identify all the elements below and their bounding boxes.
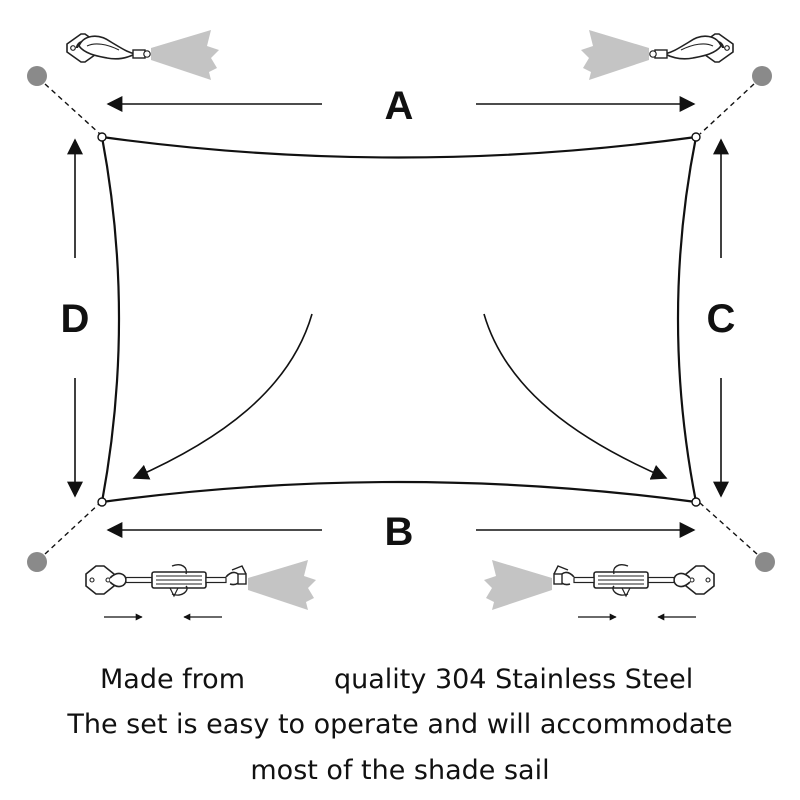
- shade-sail-outline: [100, 135, 698, 504]
- sail-corner-ring: [691, 497, 701, 507]
- pull-arrow-left: [132, 313, 313, 480]
- anchor-post-icon: [752, 66, 772, 86]
- top-right-hook-assembly: [581, 30, 735, 80]
- anchor-post-icon: [27, 552, 47, 572]
- bottom-right-tension-line: [699, 502, 758, 555]
- pull-arrow-right: [483, 313, 668, 480]
- top-left-anchor-point: [27, 66, 47, 86]
- top-right-tension-line: [699, 83, 755, 135]
- dimension-label-b: B: [385, 510, 414, 554]
- light-beam-icon: [484, 560, 552, 610]
- bottom-left-turnbuckle-assembly: [85, 560, 316, 610]
- light-beam-icon: [151, 30, 219, 80]
- top-left-hook-assembly: [65, 30, 219, 80]
- bottom-right-anchor-point: [755, 552, 775, 572]
- sail-corner-ring: [97, 132, 107, 142]
- caption-line-3: most of the shade sail: [250, 755, 550, 786]
- top-right-anchor-point: [752, 66, 772, 86]
- snap-hook-icon: [648, 32, 735, 64]
- dimension-label-d: D: [61, 297, 90, 341]
- caption-line-1-part-1: Made from: [100, 664, 246, 695]
- bottom-left-tension-line: [44, 502, 101, 555]
- sail-corner-ring: [691, 132, 701, 142]
- dimension-label-c: C: [707, 297, 736, 341]
- turnbuckle-icon: [553, 563, 715, 597]
- bottom-left-anchor-point: [27, 552, 47, 572]
- turnbuckle-icon: [85, 563, 247, 597]
- caption-line-2: The set is easy to operate and will acco…: [67, 709, 733, 740]
- anchor-post-icon: [27, 66, 47, 86]
- dimension-label-a: A: [385, 84, 414, 128]
- light-beam-icon: [581, 30, 649, 80]
- anchor-post-icon: [755, 552, 775, 572]
- bottom-right-turnbuckle-assembly: [484, 560, 715, 610]
- top-left-tension-line: [44, 83, 101, 135]
- sail-corner-ring: [97, 497, 107, 507]
- caption-line-1-part-2: quality 304 Stainless Steel: [334, 664, 694, 695]
- snap-hook-icon: [65, 32, 152, 64]
- light-beam-icon: [248, 560, 316, 610]
